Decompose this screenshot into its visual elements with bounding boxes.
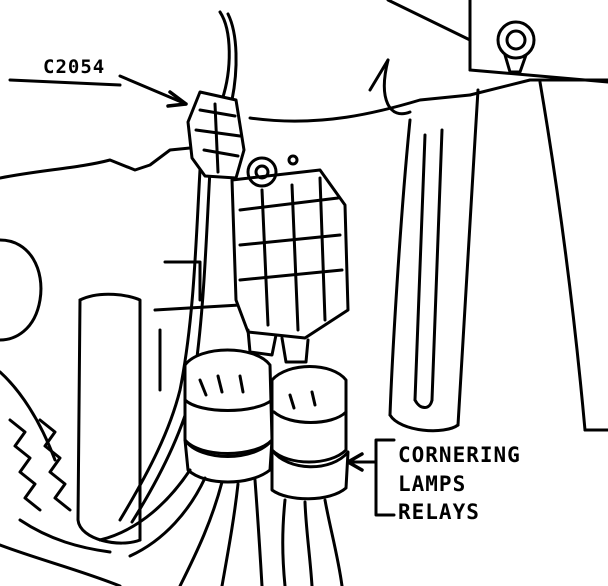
bracket-slot-rib (388, 88, 480, 433)
relay-wire-bundle (0, 468, 344, 586)
wire-loom (8, 418, 72, 512)
relay-block (230, 154, 350, 364)
connector-c2054 (186, 90, 246, 180)
mounting-bolt (496, 20, 536, 74)
c2054-leader-arrow (118, 74, 188, 108)
mounting-bracket (0, 0, 608, 180)
inner-body-panel (0, 238, 242, 545)
cornering-relay-right (270, 365, 350, 501)
callout-line-cornering: CORNERING (398, 443, 521, 467)
callout-line-relays: RELAYS (398, 500, 480, 524)
cornering-relay-left (183, 348, 274, 484)
callout-line-lamps: LAMPS (398, 472, 467, 496)
relays-callout-bracket (346, 438, 396, 517)
connector-c2054-label: C2054 (43, 56, 106, 78)
side-panel (468, 78, 608, 432)
